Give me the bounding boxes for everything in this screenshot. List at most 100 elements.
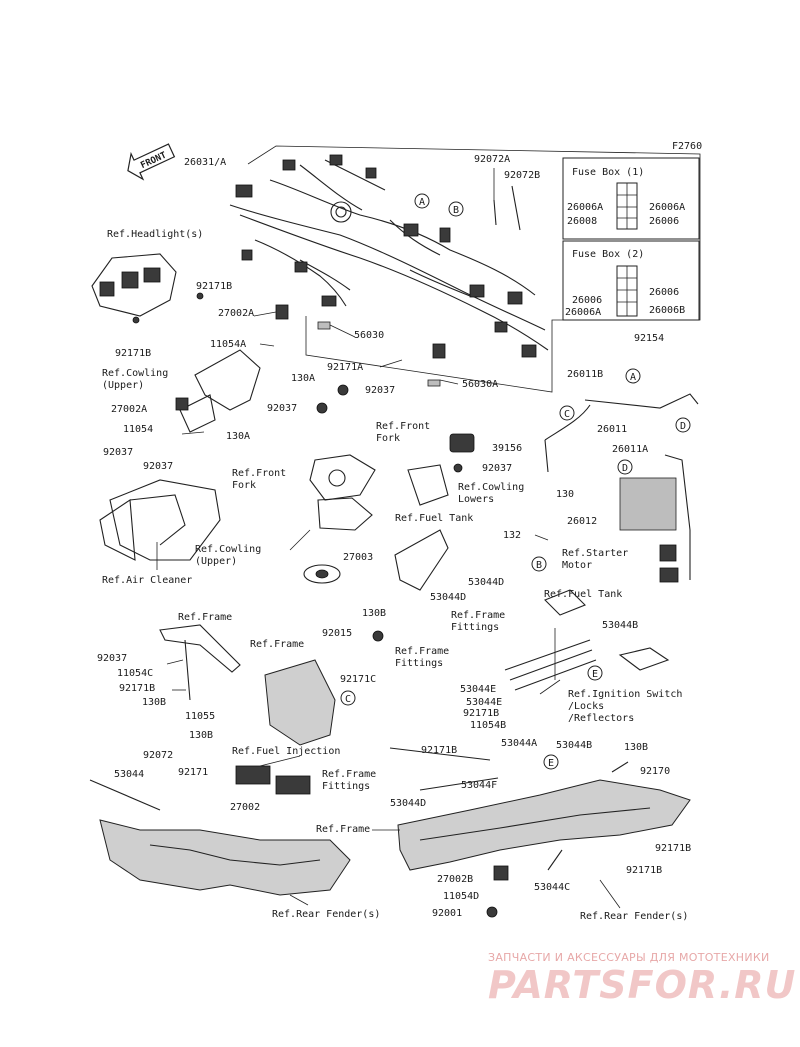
part-number: 130B — [142, 697, 166, 708]
part-number: 92171B — [655, 843, 691, 854]
part-number: 130A — [226, 431, 250, 442]
part-number: 11055 — [185, 711, 215, 722]
part-number: 92037 — [365, 385, 395, 396]
marker-B: B — [531, 556, 547, 572]
fuse-box-2-right-label: 26006 — [649, 287, 679, 298]
reference-label: Ref.Frame — [250, 639, 304, 650]
fuse-box-1-left-label: 26008 — [567, 216, 597, 227]
rear-fender — [99, 819, 351, 896]
fuse-box-1-left-label: 26006A — [567, 202, 603, 213]
part-number: 27002A — [111, 404, 147, 415]
part-number: 92171B — [115, 348, 151, 359]
headlight-bracket — [91, 253, 204, 324]
svg-text:E: E — [548, 758, 554, 769]
reference-label: Ref.Fuel Tank — [544, 589, 622, 600]
part-number: 92171B — [119, 683, 155, 694]
part-number: 53044B — [602, 620, 638, 631]
upper-cowling-bracket — [309, 454, 376, 531]
marker-A: A — [625, 368, 641, 384]
part-number: 92072A — [474, 154, 510, 165]
part-number: 92171B — [626, 865, 662, 876]
part-number: 53044D — [390, 798, 426, 809]
part-number: 53044C — [534, 882, 570, 893]
fuse-box-1-icon — [616, 182, 638, 230]
fuse-box-1-right-label: 26006 — [649, 216, 679, 227]
marker-C: C — [559, 405, 575, 421]
svg-text:D: D — [680, 421, 686, 432]
part-number: 56030A — [462, 379, 498, 390]
part-number: 26011A — [612, 444, 648, 455]
reference-label: Ref.Frame — [316, 824, 370, 835]
part-number: 92171B — [421, 745, 457, 756]
reference-label: Ref.Rear Fender(s) — [580, 911, 688, 922]
part-number: 27002B — [437, 874, 473, 885]
part-number: 11054B — [470, 720, 506, 731]
marker-B: B — [448, 201, 464, 217]
part-number: 27002 — [230, 802, 260, 813]
cowling-stay — [179, 349, 261, 433]
part-number: 53044A — [501, 738, 537, 749]
fuse-box-1-frame — [562, 157, 700, 240]
reference-label: Ref.Air Cleaner — [102, 575, 192, 586]
part-number: 27002A — [218, 308, 254, 319]
part-number: 92037 — [267, 403, 297, 414]
part-number: 92037 — [143, 461, 173, 472]
fuse-box-2-left-label: 26006A — [565, 307, 601, 318]
frame-section — [264, 659, 336, 746]
marker-E: E — [543, 754, 559, 770]
svg-text:B: B — [453, 205, 459, 216]
fuse-box-2-title: Fuse Box (2) — [572, 249, 644, 260]
part-number: 92037 — [482, 463, 512, 474]
fuse-box-2-left-label: 26006 — [572, 295, 602, 306]
part-number: 92171 — [178, 767, 208, 778]
reference-label: Ref.Headlight(s) — [107, 229, 203, 240]
part-number: 53044D — [430, 592, 466, 603]
part-number: 11054D — [443, 891, 479, 902]
reference-label: Ref.Rear Fender(s) — [272, 909, 380, 920]
fuse-box-1-right-label: 26006A — [649, 202, 685, 213]
part-number: 92037 — [97, 653, 127, 664]
part-number: 39156 — [492, 443, 522, 454]
air-cleaner-duct — [99, 479, 221, 561]
part-number: 26012 — [567, 516, 597, 527]
part-number: 53044E — [466, 697, 502, 708]
marker-E: E — [587, 665, 603, 681]
part-number: 11054A — [210, 339, 246, 350]
marker-A: A — [414, 193, 430, 209]
fuse-box-2-right-label: 26006B — [649, 305, 685, 316]
watermark-logo: PARTSFOR.RU — [488, 963, 797, 1007]
part-number: 92072B — [504, 170, 540, 181]
part-number: 92037 — [103, 447, 133, 458]
reference-label: Ref.Cowling(Upper) — [195, 544, 261, 567]
svg-text:B: B — [536, 560, 542, 571]
part-number: 11054 — [123, 424, 153, 435]
part-number: 130B — [189, 730, 213, 741]
svg-text:C: C — [345, 694, 351, 705]
reference-label: Ref.Ignition Switch/Locks/Reflectors — [568, 689, 682, 724]
part-number: 130A — [291, 373, 315, 384]
part-number: 92015 — [322, 628, 352, 639]
part-number: 130 — [556, 489, 574, 500]
part-number: 53044B — [556, 740, 592, 751]
part-number: 56030 — [354, 330, 384, 341]
front-arrow-icon: FRONT — [127, 143, 176, 181]
svg-text:D: D — [622, 463, 628, 474]
part-number: 132 — [503, 530, 521, 541]
fuse-box-1-title: Fuse Box (1) — [572, 167, 644, 178]
reference-label: Ref.Fuel Injection — [232, 746, 340, 757]
part-number: 92171B — [196, 281, 232, 292]
part-number: 26011B — [567, 369, 603, 380]
part-number: 92170 — [640, 766, 670, 777]
svg-text:A: A — [630, 372, 636, 383]
part-number: 27003 — [343, 552, 373, 563]
part-number: 11054C — [117, 668, 153, 679]
part-number: 26011 — [597, 424, 627, 435]
part-number: 26031/A — [184, 157, 226, 168]
